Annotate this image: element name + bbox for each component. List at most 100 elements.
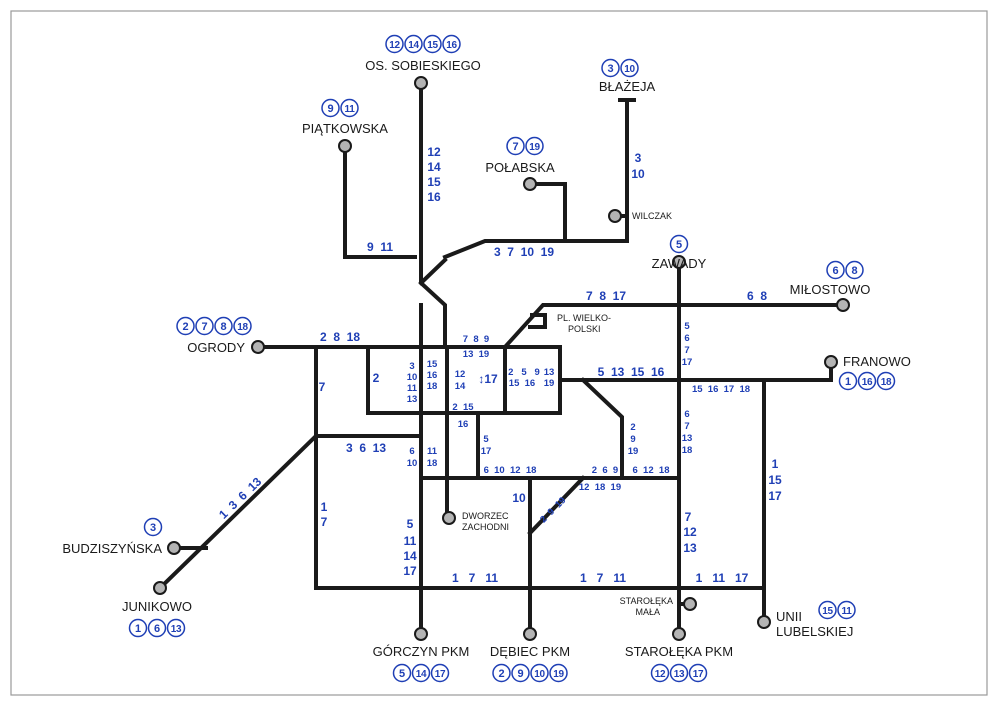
- seg-franowo-s-1: 15: [768, 473, 782, 487]
- seg-zawady-0: 5: [684, 321, 690, 332]
- stop-debiec[interactable]: [523, 627, 537, 641]
- line-badge-label-blazeja-10: 10: [624, 64, 635, 75]
- label-ogrody: OGRODY: [187, 340, 245, 355]
- seg-center-17: ↕17: [478, 372, 498, 386]
- track-sobieskiego: [419, 81, 447, 349]
- line-badge-franowo-16: [857, 371, 877, 391]
- track-pl-wielkopolski: [528, 313, 547, 329]
- line-badge-budziszynska-3: [143, 517, 163, 537]
- label-wilczak: WILCZAK: [632, 211, 672, 221]
- seg-517-1: 17: [481, 446, 492, 457]
- seg-zawady-3: 17: [682, 357, 693, 368]
- seg-gorczyn-1: 11: [404, 534, 417, 548]
- line-badge-label-ogrody-7: 7: [201, 321, 207, 333]
- label-debiec: DĘBIEC PKM: [490, 644, 570, 659]
- line-badge-label-gorczyn-5: 5: [399, 668, 405, 680]
- line-badge-staroleka_pkm-17: [688, 663, 708, 683]
- line-badge-label-ogrody-8: 8: [220, 321, 226, 333]
- line-badge-label-os_sobieskiego-16: 16: [446, 40, 457, 51]
- seg-west-7: 7: [319, 380, 326, 394]
- line-badge-staroleka_pkm-12: [650, 663, 670, 683]
- seg-gorczyn-0: 5: [407, 517, 414, 531]
- stop-piatkowska[interactable]: [338, 139, 352, 153]
- stop-gorczyn[interactable]: [414, 627, 428, 641]
- line-badge-label-unii_lubelskiej-11: 11: [842, 606, 853, 617]
- seg-gorczyn-3: 17: [403, 564, 417, 578]
- label-dworzec-2: ZACHODNI: [462, 522, 509, 532]
- seg-debiec-10: 10: [512, 491, 526, 505]
- line-badge-junikowo-6: [147, 618, 167, 638]
- seg-sobieskiego-0: 12: [427, 145, 441, 159]
- seg-col-b-0: 15: [427, 359, 438, 370]
- seg-sobieskiego-2: 15: [427, 175, 441, 189]
- line-badge-label-gorczyn-17: 17: [435, 669, 446, 680]
- seg-center-16: 16: [458, 419, 469, 430]
- line-badge-junikowo-1: [128, 618, 148, 638]
- line-badge-milostowo-8: [845, 260, 864, 280]
- line-badge-piatkowska-11: [340, 98, 359, 118]
- stop-unii-lubelskiej[interactable]: [757, 615, 771, 629]
- line-badge-debiec-9: [511, 663, 530, 683]
- label-junikowo: JUNIKOWO: [122, 599, 192, 614]
- line-badge-label-polabska-7: 7: [512, 141, 518, 153]
- seg-east-box-3: 13: [544, 367, 555, 378]
- label-gorczyn: GÓRCZYN PKM: [373, 644, 470, 659]
- seg-diag-0: 2: [630, 422, 635, 433]
- label-dworzec-1: DWORZEC: [462, 511, 509, 521]
- seg-franowo-trunk: 5 13 15 16: [598, 365, 665, 379]
- line-badge-label-os_sobieskiego-12: 12: [389, 40, 400, 51]
- label-staroleka-mala-2: MAŁA: [635, 607, 660, 617]
- seg-zawady-s-3: 18: [682, 445, 693, 456]
- line-badge-label-os_sobieskiego-14: 14: [408, 40, 419, 51]
- line-badge-label-debiec-9: 9: [517, 668, 523, 680]
- stop-os-sobieskiego[interactable]: [414, 76, 428, 90]
- line-badge-label-piatkowska-11: 11: [345, 104, 356, 115]
- label-franowo: FRANOWO: [843, 354, 911, 369]
- line-badge-gorczyn-5: [392, 663, 412, 683]
- stop-junikowo[interactable]: [153, 581, 167, 595]
- stop-wilczak[interactable]: [608, 209, 622, 223]
- label-pl-wielkopolski-1: PL. WIELKO-: [557, 313, 611, 323]
- line-badge-label-blazeja-3: 3: [607, 63, 613, 75]
- stop-budziszynska[interactable]: [167, 541, 181, 555]
- stop-dworzec-zachodni[interactable]: [442, 511, 456, 525]
- line-badge-label-junikowo-13: 13: [171, 624, 182, 635]
- line-badge-debiec-2: [492, 663, 511, 683]
- seg-staroleka-0: 7: [685, 510, 692, 524]
- track-ogrody: [256, 345, 562, 415]
- stop-zawady[interactable]: [672, 255, 686, 269]
- seg-south-b: 1 7 11: [580, 571, 626, 585]
- line-badge-ogrody-8: [214, 316, 233, 336]
- seg-row-61012: 6 10 12 18: [484, 465, 537, 476]
- stop-ogrody[interactable]: [251, 340, 265, 354]
- seg-east-box-4: 19: [544, 378, 555, 389]
- seg-milostowo-trunk: 7 8 17: [586, 289, 626, 303]
- line-badge-gorczyn-17: [430, 663, 450, 683]
- label-budziszynska: BUDZISZYŃSKA: [62, 541, 162, 556]
- seg-mid-6: 6: [409, 446, 414, 457]
- line-badge-label-gorczyn-14: 14: [416, 669, 427, 680]
- seg-gorczyn-2: 14: [403, 549, 417, 563]
- stop-milostowo[interactable]: [836, 298, 850, 312]
- seg-east-box-2: 15 16: [509, 378, 535, 389]
- stop-franowo[interactable]: [824, 355, 838, 369]
- line-badge-label-piatkowska-9: 9: [327, 103, 333, 115]
- line-badge-label-milostowo-8: 8: [851, 265, 857, 277]
- seg-ogrody-trunk: 2 8 18: [320, 330, 360, 344]
- stop-staroleka-pkm[interactable]: [672, 627, 686, 641]
- line-badge-label-staroleka_pkm-12: 12: [655, 669, 666, 680]
- seg-staroleka-1: 12: [683, 525, 697, 539]
- line-badge-unii_lubelskiej-15: [818, 600, 837, 620]
- stop-polabska[interactable]: [523, 177, 537, 191]
- label-blazeja: BŁAŻEJA: [599, 79, 656, 94]
- line-badge-os_sobieskiego-15: [423, 34, 442, 54]
- seg-zawady-1: 6: [684, 333, 689, 344]
- label-zawady: ZAWADY: [652, 256, 707, 271]
- seg-south-a: 1 7 11: [452, 571, 498, 585]
- label-unii-1: UNII: [776, 609, 802, 624]
- seg-col-b-2: 18: [427, 381, 438, 392]
- stop-staroleka-mala[interactable]: [683, 597, 697, 611]
- line-badge-os_sobieskiego-16: [442, 34, 461, 54]
- line-badge-os_sobieskiego-12: [385, 34, 404, 54]
- line-badge-debiec-19: [549, 663, 568, 683]
